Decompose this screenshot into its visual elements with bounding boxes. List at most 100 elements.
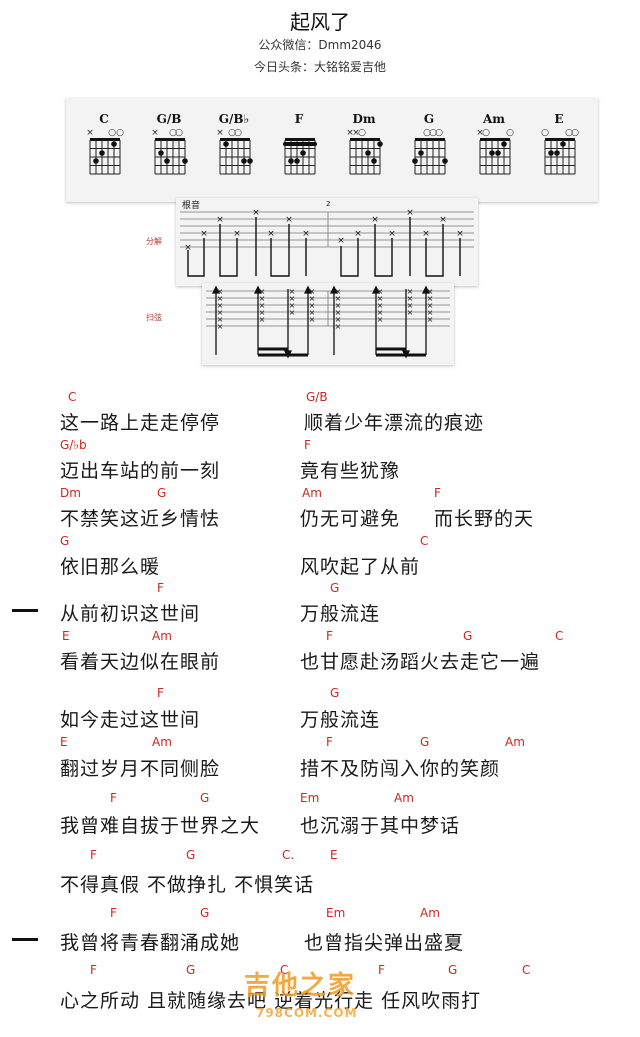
lyric-segment: 措不及防闯入你的笑颜 [300, 758, 501, 780]
fretboard-icon [283, 138, 317, 175]
chord-e: E ○ ○ ○ [537, 112, 581, 196]
svg-text:×: × [422, 229, 430, 239]
chord-mark: G [420, 735, 430, 749]
chord-f: F [277, 112, 321, 196]
svg-text:×: × [309, 308, 316, 317]
lyric-segment: 如今走过这世间 [60, 709, 201, 731]
strum-pattern-icon: ×××××× ××××× ×××× ××××× ×××××× ××××× ×××… [206, 285, 450, 359]
lyric-segment: 不得真假 不做挣扎 不惧笑话 [60, 874, 315, 896]
chord-mark: C [555, 629, 564, 643]
chord-mark: Am [394, 791, 414, 805]
svg-text:○: ○ [169, 128, 177, 138]
svg-text:×: × [407, 308, 414, 317]
lyric-segment: 看着天边似在眼前 [60, 651, 221, 673]
chord-mark: C [420, 534, 429, 548]
lyric-segment: 从前初识这世间 [60, 603, 201, 625]
svg-text:×: × [259, 315, 266, 324]
chord-g-bflat: G/B♭ × ○ ○ [212, 112, 256, 196]
svg-text:○: ○ [108, 128, 116, 138]
fretboard-icon: ○ ○ ○ [412, 128, 448, 175]
svg-text:○: ○ [228, 128, 236, 138]
lyric-segment: 仍无可避免 [300, 508, 401, 530]
chord-c: C × ○ ○ [82, 112, 126, 196]
chord-mark: F [90, 963, 97, 977]
svg-text:○: ○ [116, 128, 124, 138]
chord-mark: E [330, 848, 338, 862]
svg-text:○: ○ [506, 128, 514, 138]
svg-text:×: × [406, 208, 414, 218]
svg-text:×: × [217, 294, 224, 303]
chord-mark: G/♭b [60, 438, 87, 452]
svg-text:×: × [267, 229, 275, 239]
chord-mark: C [522, 963, 531, 977]
chord-name: G [423, 112, 435, 126]
chord-g-b: G/B × ○ ○ [147, 112, 191, 196]
fretboard-icon: × ○ ○ [86, 128, 124, 175]
chord-mark: F [326, 629, 333, 643]
svg-text:×: × [456, 229, 464, 239]
svg-text:×: × [337, 236, 345, 246]
chord-mark: G [186, 963, 196, 977]
svg-text:×: × [285, 215, 293, 225]
chord-mark: F [110, 791, 117, 805]
chord-name: C [99, 112, 109, 126]
chord-name: F [294, 112, 304, 126]
svg-text:×: × [335, 308, 342, 317]
svg-text:○: ○ [423, 128, 431, 138]
svg-text:×: × [217, 308, 224, 317]
lyric-segment: 也沉溺于其中梦话 [300, 815, 461, 837]
svg-text:×: × [377, 294, 384, 303]
svg-text:×: × [476, 128, 484, 138]
lyric-segment: 我曾将青春翻涌成她 [60, 932, 241, 954]
section-marker [12, 938, 38, 941]
lyric-segment: 风吹起了从前 [300, 556, 421, 578]
lyric-segment: 而长野的天 [434, 508, 535, 530]
lyric-segment: 也甘愿赴汤蹈火去走它一遍 [300, 651, 541, 673]
svg-text:×: × [217, 322, 224, 331]
wechat-account: 公众微信：Dmm2046 [258, 38, 382, 52]
chord-mark: E [62, 629, 70, 643]
svg-text:×: × [289, 308, 296, 317]
svg-text:×: × [352, 128, 360, 138]
chord-mark: Am [420, 906, 440, 920]
svg-text:○: ○ [429, 128, 437, 138]
lyric-segment: 我曾难自拔于世界之大 [60, 815, 261, 837]
svg-text:×: × [217, 287, 224, 296]
svg-text:×: × [302, 229, 310, 239]
svg-text:×: × [233, 229, 241, 239]
lyric-segment: 依旧那么暖 [60, 556, 161, 578]
chord-name: E [554, 112, 564, 126]
chord-mark: G [330, 686, 340, 700]
fretboard-icon: × × ○ [346, 128, 383, 175]
svg-text:×: × [335, 294, 342, 303]
svg-text:×: × [377, 308, 384, 317]
svg-text:○: ○ [565, 128, 573, 138]
chord-name: G/B♭ [218, 112, 250, 126]
svg-text:×: × [184, 243, 192, 253]
svg-text:×: × [217, 315, 224, 324]
chord-mark: F [378, 963, 385, 977]
svg-text:×: × [371, 215, 379, 225]
watermark-url: 798COM.COM [256, 1006, 358, 1020]
chord-mark: Em [326, 906, 346, 920]
chord-mark: F [157, 581, 164, 595]
svg-text:○: ○ [435, 128, 443, 138]
svg-text:×: × [335, 287, 342, 296]
song-title: 起风了 [290, 10, 350, 34]
svg-text:×: × [216, 215, 224, 225]
lyric-segment: 竟有些犹豫 [300, 460, 401, 482]
svg-text:×: × [407, 287, 414, 296]
chord-mark: G [448, 963, 458, 977]
svg-text:×: × [335, 315, 342, 324]
svg-text:×: × [309, 287, 316, 296]
svg-text:×: × [151, 128, 159, 138]
root-note-label: 根音 [182, 201, 201, 211]
fretboard-icon: × ○ ○ [476, 128, 514, 175]
svg-text:×: × [427, 294, 434, 303]
svg-text:○: ○ [571, 128, 579, 138]
chord-mark: Am [152, 629, 172, 643]
svg-text:×: × [217, 301, 224, 310]
chord-name: Dm [352, 112, 376, 126]
chord-mark: C [280, 963, 289, 977]
svg-text:×: × [259, 301, 266, 310]
